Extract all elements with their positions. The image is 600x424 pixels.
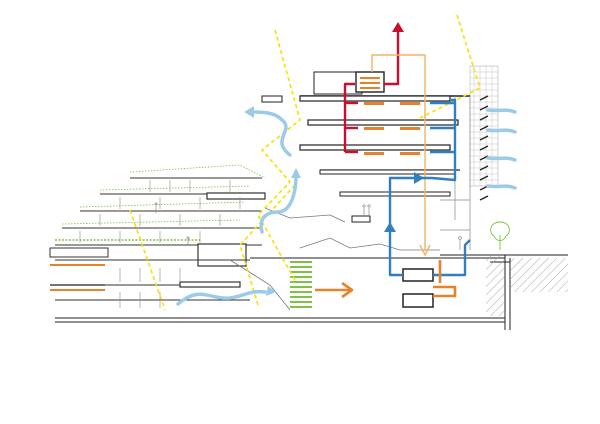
red-exhaust-flow <box>343 22 404 154</box>
tree-icon <box>490 221 510 250</box>
radiant-panels <box>360 77 420 155</box>
orange-supply-line <box>371 54 431 257</box>
blue-cooling-loop <box>384 98 471 277</box>
person-icon <box>154 202 462 250</box>
green-louvers <box>290 261 312 308</box>
orange-heating-flow <box>315 260 457 299</box>
light-blue-arrowheads <box>244 106 301 296</box>
yellow-daylight-rays <box>129 14 481 311</box>
terraced-building <box>49 164 346 311</box>
ground-and-basement <box>55 237 568 330</box>
light-blue-natural-ventilation <box>176 108 517 306</box>
tower-building <box>261 65 499 308</box>
